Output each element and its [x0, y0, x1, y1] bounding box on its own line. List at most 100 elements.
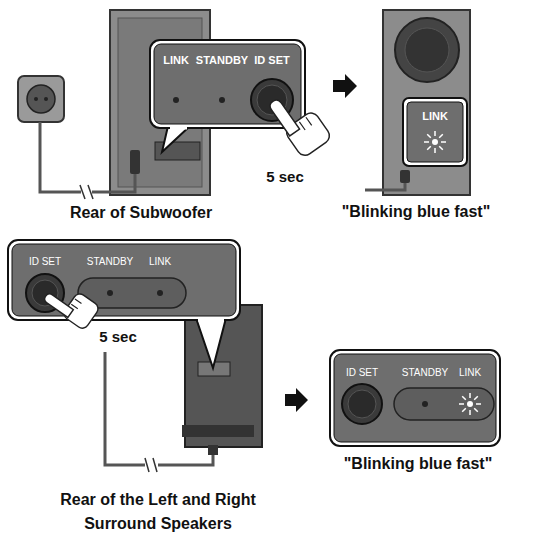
surround-speaker-body: [182, 305, 262, 455]
surround-speaker-body: [208, 445, 218, 455]
power-cable: [81, 185, 92, 199]
id-set-button: [348, 390, 376, 418]
status-caption: "Blinking blue fast": [342, 202, 491, 221]
pressing-hand: [268, 98, 300, 136]
pressing-hand: [266, 85, 332, 158]
blinking-led: [467, 401, 473, 407]
callout-frame: [334, 354, 496, 442]
power-cable: [365, 183, 405, 190]
pressing-hand: [42, 278, 100, 331]
callout-frame: [170, 127, 187, 130]
callout-frame: [150, 40, 305, 152]
text-slot: STANDBY: [196, 50, 248, 68]
text-slot: LINK: [163, 50, 189, 68]
step-arrow: [285, 388, 308, 412]
wall-outlet: [44, 97, 48, 101]
indicator-dot: [219, 97, 225, 103]
text-slot: Rear of Subwoofer: [70, 203, 212, 222]
pressing-hand: [71, 299, 81, 309]
text-slot: LINK: [149, 251, 171, 269]
blinking-led: [424, 131, 446, 153]
step-arrow: [333, 74, 357, 98]
wall-outlet: [27, 85, 55, 113]
power-cable: [145, 458, 157, 472]
led-panel: [422, 401, 428, 407]
id-set-button: [342, 384, 382, 424]
text-slot: ID SET: [346, 362, 378, 380]
blinking-led: [424, 131, 446, 153]
text-slot: LINK: [459, 362, 481, 380]
hold-time-label: 5 sec: [266, 168, 304, 186]
callout-panel: LINK: [403, 98, 467, 166]
text-slot: 5 sec: [266, 168, 304, 186]
subwoofer-body: [395, 18, 459, 82]
panel-label: LINK: [149, 256, 171, 268]
panel-label: ID SET: [29, 256, 61, 268]
pressing-hand: [299, 117, 311, 130]
callout-frame: [12, 244, 236, 316]
figure-caption: Rear of the Left and Right Surround Spea…: [43, 488, 273, 536]
pressing-hand: [43, 292, 73, 317]
panel-label: ID SET: [346, 367, 378, 379]
text-slot: 5 sec: [99, 328, 137, 346]
text-slot: ID SET: [29, 251, 61, 269]
callout-frame: [196, 318, 226, 368]
power-cable: [80, 185, 93, 199]
status-caption: "Blinking blue fast": [344, 454, 493, 473]
id-set-button: [342, 384, 382, 424]
blinking-led: [459, 393, 481, 415]
power-cable: [145, 458, 158, 472]
text-slot: "Blinking blue fast": [342, 202, 491, 221]
hold-time-label: 5 sec: [99, 328, 137, 346]
panel-label: STANDBY: [196, 54, 248, 67]
power-cable: [105, 352, 213, 465]
wall-outlet: [18, 76, 64, 122]
callout-panel: ID SET STANDBY LINK: [330, 350, 500, 446]
led-panel: [157, 290, 163, 296]
text-slot: ID SET: [254, 50, 289, 68]
blinking-led: [459, 393, 481, 415]
callout-frame: [162, 126, 190, 152]
callout-frame: [407, 102, 463, 162]
text-slot: LINK: [422, 106, 448, 124]
led-panel: [107, 290, 113, 296]
callout-frame: [330, 350, 500, 446]
subwoofer-body: [383, 10, 470, 195]
step-arrow: [285, 388, 308, 412]
callout-frame: [403, 98, 467, 166]
step-arrow: [333, 74, 357, 98]
panel-label: LINK: [163, 54, 189, 67]
surround-speaker-body: [182, 425, 254, 437]
power-cable: [40, 122, 135, 199]
callout-panel: LINK STANDBY ID SET: [150, 40, 305, 128]
subwoofer-body: [405, 28, 449, 72]
power-cable: [40, 122, 135, 192]
panel-label: LINK: [459, 367, 481, 379]
subwoofer-body: [130, 150, 140, 174]
callout-frame: [330, 350, 500, 446]
panel-label: LINK: [422, 110, 448, 123]
blinking-led: [432, 139, 438, 145]
callout-frame: [8, 240, 240, 368]
indicator-dot: [173, 97, 179, 103]
callout-frame: [8, 240, 240, 320]
panel-label: STANDBY: [87, 256, 134, 268]
text-slot: STANDBY: [87, 251, 134, 269]
text-slot: STANDBY: [402, 362, 449, 380]
power-cable: [365, 170, 410, 190]
text-slot: "Blinking blue fast": [344, 454, 493, 473]
subwoofer-body: [383, 10, 470, 195]
callout-panel: ID SET STANDBY LINK: [8, 240, 240, 320]
led-panel: [394, 388, 494, 420]
callout-frame: [403, 98, 467, 166]
text-slot: Rear of the Left and Right Surround Spea…: [43, 488, 273, 536]
panel-label: STANDBY: [402, 367, 449, 379]
wall-outlet: [34, 97, 38, 101]
wall-outlet: [18, 76, 64, 122]
power-cable: [400, 170, 410, 183]
led-panel: [394, 388, 494, 420]
indicator-dot: [173, 97, 225, 103]
figure-caption: Rear of Subwoofer: [70, 203, 212, 222]
callout-frame: [198, 319, 224, 322]
